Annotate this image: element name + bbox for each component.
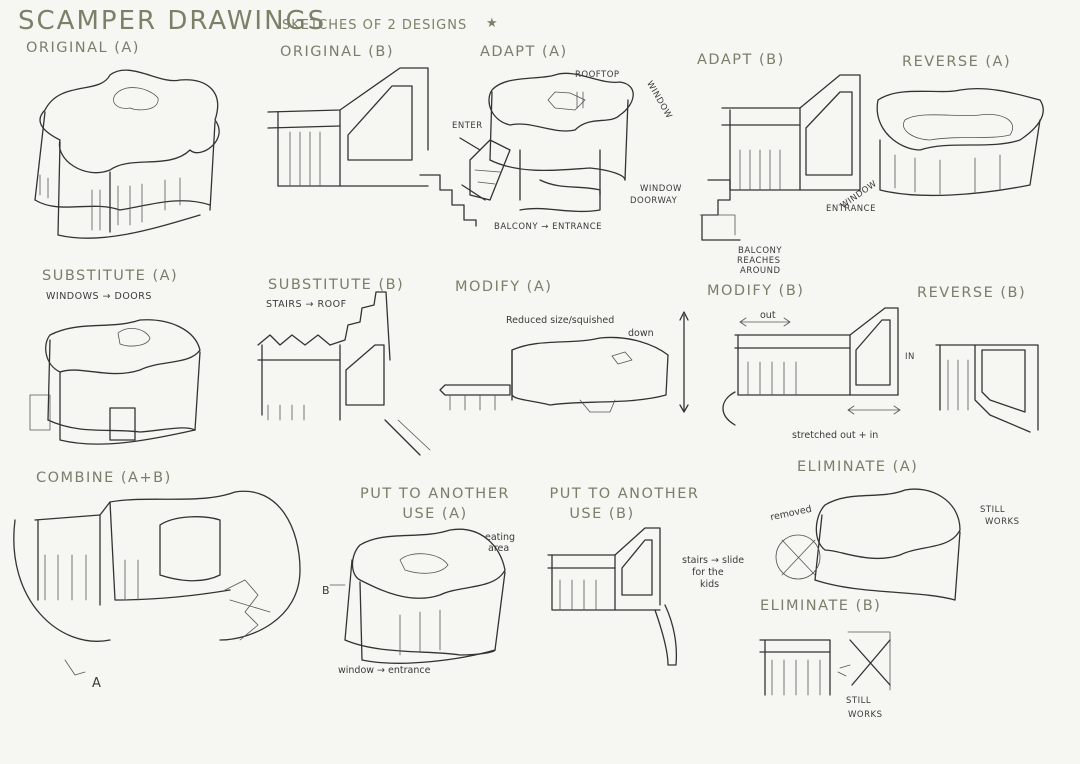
note-adapt-b-balcony: balcony	[738, 246, 783, 256]
sketch-adapt-b	[699, 74, 861, 241]
note-adapt-a-enter: enter	[452, 121, 483, 131]
sketch-modify-a	[439, 311, 689, 413]
note-eliminate-a-still: still	[980, 505, 1006, 515]
sketch-substitute-a	[29, 319, 201, 445]
heading-substitute-b: Substitute (B)	[268, 277, 405, 293]
note-adapt-a-doorway: doorway	[630, 196, 678, 206]
note-modify-b-stretched: stretched out + in	[792, 430, 879, 441]
heading-put-a-line1: Put to another	[360, 486, 510, 502]
sketch-eliminate-a	[775, 488, 961, 601]
sketch-substitute-b	[257, 291, 431, 456]
sketch-reverse-b	[935, 344, 1039, 433]
note-combine-b: B	[322, 584, 330, 597]
heading-reverse-a: Reverse (A)	[902, 54, 1012, 70]
heading-original-b: Original (B)	[280, 44, 394, 60]
heading-adapt-a: Adapt (A)	[480, 44, 568, 60]
heading-eliminate-b: Eliminate (B)	[760, 598, 882, 614]
note-modify-b-in: in	[905, 352, 915, 362]
heading-original-a: Original (A)	[26, 40, 140, 56]
note-adapt-b-reaches: reaches	[737, 256, 781, 266]
note-combine-a: A	[92, 676, 101, 691]
heading-adapt-b: Adapt (B)	[697, 52, 785, 68]
heading-modify-b: Modify (B)	[707, 283, 805, 299]
note-substitute-a: windows → doors	[46, 291, 152, 302]
note-modify-b-out: out	[760, 310, 776, 321]
note-adapt-b-entrance: entrance	[826, 204, 876, 214]
sketch-put-b	[547, 527, 678, 666]
note-eliminate-b-still: still	[846, 696, 872, 706]
note-put-a-window: window → entrance	[338, 665, 431, 676]
note-adapt-a-balcony: balcony → entrance	[494, 222, 603, 232]
note-put-b-3: kids	[700, 579, 720, 590]
sketch-original-b	[267, 67, 477, 227]
heading-combine: Combine (A+B)	[36, 470, 172, 486]
sketch-original-a	[34, 69, 220, 239]
note-adapt-a-window: window	[640, 184, 682, 194]
note-adapt-b-around: around	[740, 266, 781, 276]
note-adapt-a-rooftop: rooftop	[575, 70, 620, 80]
note-put-b-1: stairs → slide	[682, 555, 745, 566]
note-modify-a-2: down	[628, 328, 654, 339]
note-eliminate-b-works: works	[848, 710, 883, 720]
page-title: Scamper Drawings	[18, 6, 327, 36]
heading-eliminate-a: Eliminate (A)	[797, 459, 919, 475]
note-eliminate-a-works: works	[985, 517, 1020, 527]
star-icon: ★	[486, 16, 499, 31]
sketch-modify-b	[722, 307, 901, 426]
sketch-reverse-a	[876, 87, 1044, 197]
page-subtitle: Sketches of 2 designs	[282, 18, 468, 33]
heading-put-b-line1: Put to another	[549, 486, 700, 502]
heading-put-a-line2: use (A)	[402, 506, 468, 522]
sketch-put-a	[329, 528, 506, 664]
sketch-eliminate-b	[759, 631, 891, 696]
heading-reverse-b: Reverse (B)	[917, 285, 1027, 301]
sketch-adapt-a	[459, 72, 634, 213]
note-substitute-b: stairs → roof	[266, 299, 347, 310]
note-put-a-eating: eating	[485, 532, 516, 543]
heading-put-b-line2: use (B)	[569, 506, 635, 522]
sketch-combine	[13, 490, 301, 676]
note-put-b-2: for the	[692, 567, 724, 578]
note-put-a-area: area	[488, 543, 510, 554]
heading-substitute-a: Substitute (A)	[42, 268, 179, 284]
heading-modify-a: Modify (A)	[455, 279, 553, 295]
note-modify-a-1: Reduced size/squished	[506, 315, 615, 326]
